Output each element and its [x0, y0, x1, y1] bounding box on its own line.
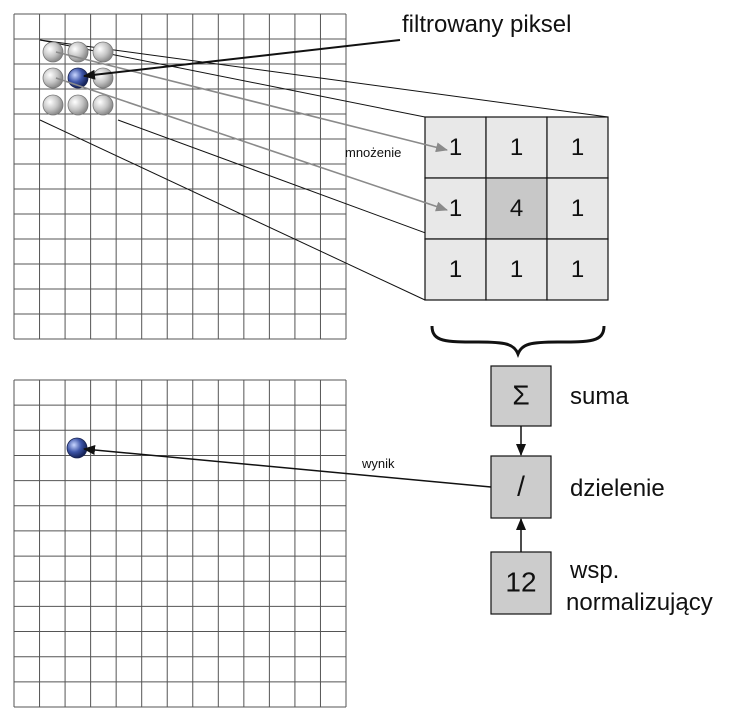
normalization-box [490, 551, 552, 615]
output-image-grid [13, 379, 347, 708]
filtered-pixel-arrow [83, 39, 401, 80]
kernel-matrix: 1 1 1 1 4 1 1 1 1 [424, 116, 609, 301]
normalization-value: 12 [505, 566, 536, 597]
divide-symbol: / [517, 470, 525, 501]
kernel-cell [546, 177, 609, 240]
divide-box [490, 455, 552, 519]
kernel-cell [485, 177, 548, 240]
kernel-cell [546, 116, 609, 179]
kernel-weight: 1 [571, 195, 584, 222]
result-arrow [83, 445, 492, 488]
kernel-cell [485, 238, 548, 301]
operation-boxes: Σ / 12 [490, 365, 552, 615]
sum-label: suma [570, 383, 629, 410]
kernel-weight: 1 [449, 256, 462, 283]
multiplication-arrows [55, 51, 448, 212]
filtered-pixel-label: filtrowany piksel [402, 11, 571, 38]
sum-brace [430, 325, 606, 359]
division-label: dzielenie [570, 475, 665, 502]
normalization-label-line1: wsp. [569, 557, 619, 584]
result-pixel [66, 437, 88, 459]
kernel-weight: 1 [510, 256, 523, 283]
normalization-label-line2: normalizujący [566, 589, 713, 616]
kernel-cell [424, 238, 487, 301]
kernel-weight: 1 [571, 256, 584, 283]
result-label: wynik [361, 456, 395, 471]
kernel-cell [485, 116, 548, 179]
sum-symbol: Σ [512, 379, 529, 410]
kernel-weight: 1 [571, 134, 584, 161]
kernel-weight: 1 [449, 195, 462, 222]
source-image-grid [13, 13, 347, 340]
multiplication-label: mnożenie [345, 145, 401, 160]
kernel-weight: 1 [510, 134, 523, 161]
kernel-cell [546, 238, 609, 301]
sum-box [490, 365, 552, 427]
kernel-weight: 4 [510, 195, 523, 222]
kernel-weight: 1 [449, 134, 462, 161]
